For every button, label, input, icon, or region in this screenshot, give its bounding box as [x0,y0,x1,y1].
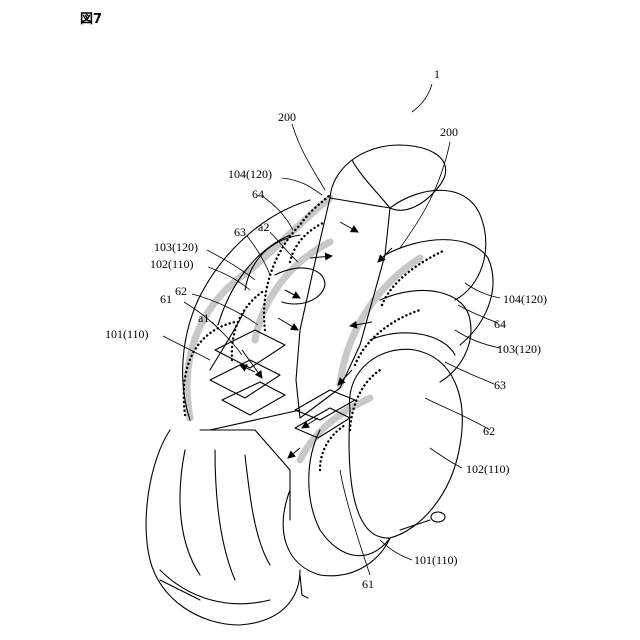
label-102-right: 102(110) [466,462,510,476]
label-61-bottom: 61 [362,577,374,591]
label-104-right: 104(120) [503,292,547,306]
label-102-left: 102(110) [150,257,194,271]
reference-labels: 1 200 200 104(120) 64 a2 63 103(120) 102… [105,67,547,591]
label-64-left: 64 [252,187,264,201]
label-63-left: 63 [234,225,246,239]
label-104-left: 104(120) [228,167,272,181]
label-61-left: 61 [160,292,172,306]
label-103-left: 103(120) [154,240,198,254]
label-101-left: 101(110) [105,327,149,341]
label-1: 1 [434,67,440,81]
label-64-right: 64 [494,317,506,331]
label-62-right: 62 [483,424,495,438]
label-a2: a2 [258,220,269,234]
label-101-right: 101(110) [414,553,458,567]
label-63-right: 63 [494,378,506,392]
label-200-left: 200 [278,110,296,124]
label-a1: a1 [198,311,209,325]
label-103-right: 103(120) [497,342,541,356]
label-62-left: 62 [175,284,187,298]
label-200-right: 200 [440,125,458,139]
